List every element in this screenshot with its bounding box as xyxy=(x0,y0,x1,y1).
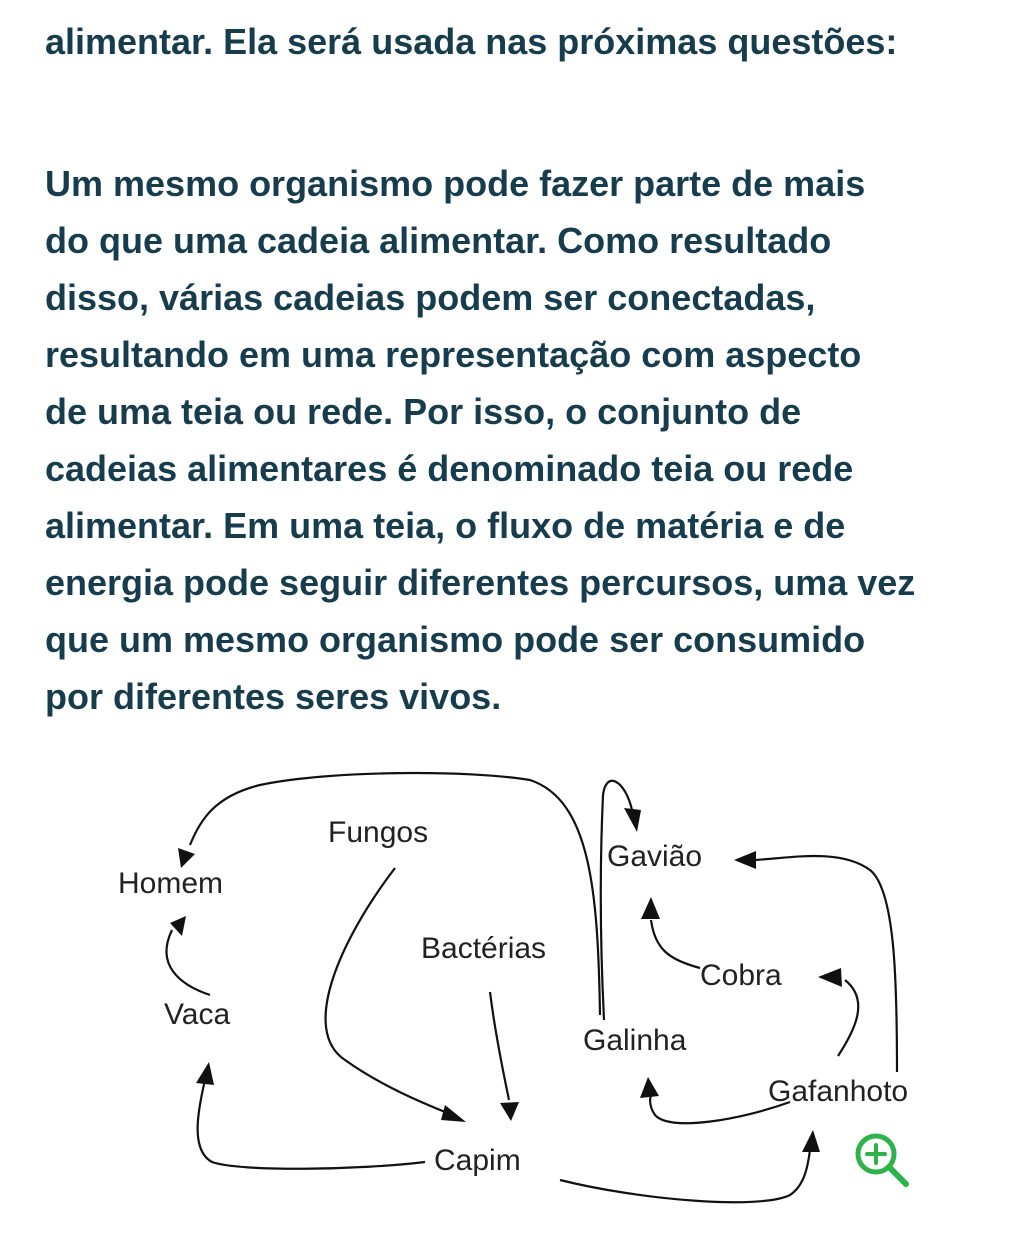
arrow-gafanhoto-to-cobra xyxy=(837,979,860,1057)
node-fungos: Fungos xyxy=(328,816,428,849)
arrow-galinha-to-gaviao xyxy=(599,779,634,1021)
arrow-capim-to-gafanhoto xyxy=(559,1149,812,1204)
arrowhead xyxy=(641,897,660,919)
arrow-gafanhoto-to-gaviao xyxy=(754,854,899,1073)
paragraph-line: disso, várias cadeias podem ser conectad… xyxy=(45,277,816,318)
article-text: alimentar. Ela será usada nas próximas q… xyxy=(45,0,1005,725)
arrow-capim-to-vaca xyxy=(196,1079,426,1170)
arrow-gafanhoto-to-galinha xyxy=(649,1093,791,1125)
arrowhead xyxy=(624,808,641,832)
food-web-diagram: Homem Fungos Gavião Bactérias Cobra Vaca… xyxy=(118,771,908,1204)
arrowhead xyxy=(734,851,756,869)
zoom-in-button[interactable] xyxy=(850,1128,914,1192)
arrowhead xyxy=(818,968,842,987)
arrow-bacterias-to-capim xyxy=(488,991,511,1101)
paragraph-line: de uma teia ou rede. Por isso, o conjunt… xyxy=(45,391,802,432)
paragraph-line: energia pode seguir diferentes percursos… xyxy=(45,562,916,603)
arrow-vaca-to-homem xyxy=(165,929,211,997)
paragraph-line: resultando em uma representação com aspe… xyxy=(45,334,862,375)
node-gaviao: Gavião xyxy=(607,840,702,873)
node-vaca: Vaca xyxy=(164,998,230,1031)
arrow-fungos-to-capim xyxy=(324,867,451,1116)
node-cobra: Cobra xyxy=(700,959,782,992)
node-homem: Homem xyxy=(118,867,223,900)
node-capim: Capim xyxy=(434,1144,521,1177)
paragraph-line: alimentar. Em uma teia, o fluxo de matér… xyxy=(45,505,846,546)
food-web-paragraph: Um mesmo organismo pode fazer parte de m… xyxy=(45,155,1005,725)
paragraph-line: por diferentes seres vivos. xyxy=(45,676,502,717)
intro-line: alimentar. Ela será usada nas próximas q… xyxy=(45,21,898,62)
arrow-galinha-to-homem xyxy=(188,771,602,1016)
node-galinha: Galinha xyxy=(583,1024,687,1057)
paragraph-line: do que uma cadeia alimentar. Como result… xyxy=(45,220,832,261)
paragraph-line: cadeias alimentares é denominado teia ou… xyxy=(45,448,854,489)
arrowhead xyxy=(170,916,186,936)
arrowhead xyxy=(802,1130,820,1152)
arrowhead xyxy=(640,1077,659,1098)
arrow-cobra-to-gaviao xyxy=(649,919,701,970)
arrowhead xyxy=(500,1102,519,1121)
node-gafanhoto: Gafanhoto xyxy=(768,1075,908,1108)
arrowhead xyxy=(178,848,195,868)
arrowhead xyxy=(196,1062,214,1085)
paragraph-line: Um mesmo organismo pode fazer parte de m… xyxy=(45,163,866,204)
paragraph-line: que um mesmo organismo pode ser consumid… xyxy=(45,619,866,660)
node-bacterias: Bactérias xyxy=(421,932,546,965)
food-web-arrows xyxy=(165,771,899,1204)
zoom-in-icon xyxy=(855,1133,909,1187)
arrowhead xyxy=(441,1105,466,1122)
food-web-figure[interactable]: Homem Fungos Gavião Bactérias Cobra Vaca… xyxy=(0,740,1028,1253)
